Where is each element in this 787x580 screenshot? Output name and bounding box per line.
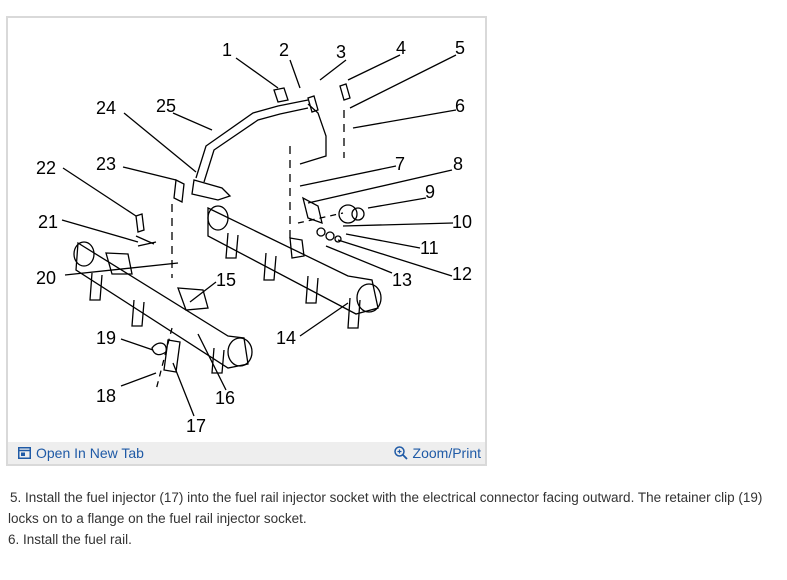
new-tab-icon xyxy=(18,447,31,459)
instruction-step-6: 6. Install the fuel rail. xyxy=(8,532,132,547)
instruction-steps: 5. Install the fuel injector (17) into t… xyxy=(8,487,784,550)
open-in-new-tab-link[interactable]: Open In New Tab xyxy=(18,445,144,461)
callout-15: 15 xyxy=(216,270,236,290)
callout-18: 18 xyxy=(96,386,116,406)
callout-25: 25 xyxy=(156,96,176,116)
callout-22: 22 xyxy=(36,158,56,178)
callout-17: 17 xyxy=(186,416,206,436)
callout-4: 4 xyxy=(396,38,406,58)
callout-3: 3 xyxy=(336,42,346,62)
fuel-rail-diagram: 1 2 3 4 5 6 7 8 9 10 11 12 13 14 15 16 1… xyxy=(8,18,485,438)
callout-9: 9 xyxy=(425,182,435,202)
callout-19: 19 xyxy=(96,328,116,348)
instruction-step-5: 5. Install the fuel injector (17) into t… xyxy=(8,490,763,526)
callout-20: 20 xyxy=(36,268,56,288)
callout-16: 16 xyxy=(215,388,235,408)
magnifier-icon xyxy=(393,446,408,460)
callout-7: 7 xyxy=(395,154,405,174)
callout-11: 11 xyxy=(420,238,439,258)
callout-10: 10 xyxy=(452,212,472,232)
callout-14: 14 xyxy=(276,328,296,348)
callout-13: 13 xyxy=(392,270,412,290)
callout-1: 1 xyxy=(222,40,232,60)
callout-6: 6 xyxy=(455,96,465,116)
callout-23: 23 xyxy=(96,154,116,174)
open-in-new-tab-label: Open In New Tab xyxy=(36,445,144,461)
callout-2: 2 xyxy=(279,40,289,60)
callout-5: 5 xyxy=(455,38,465,58)
diagram-panel: 1 2 3 4 5 6 7 8 9 10 11 12 13 14 15 16 1… xyxy=(6,16,487,466)
callout-24: 24 xyxy=(96,98,116,118)
zoom-print-link[interactable]: Zoom/Print xyxy=(393,445,481,461)
callout-12: 12 xyxy=(452,264,472,284)
callout-21: 21 xyxy=(38,212,58,232)
exploded-view-drawing: 1 2 3 4 5 6 7 8 9 10 11 12 13 14 15 16 1… xyxy=(36,38,472,436)
diagram-toolbar: Open In New Tab Zoom/Print xyxy=(8,442,485,464)
callout-8: 8 xyxy=(453,154,463,174)
zoom-print-label: Zoom/Print xyxy=(412,445,481,461)
